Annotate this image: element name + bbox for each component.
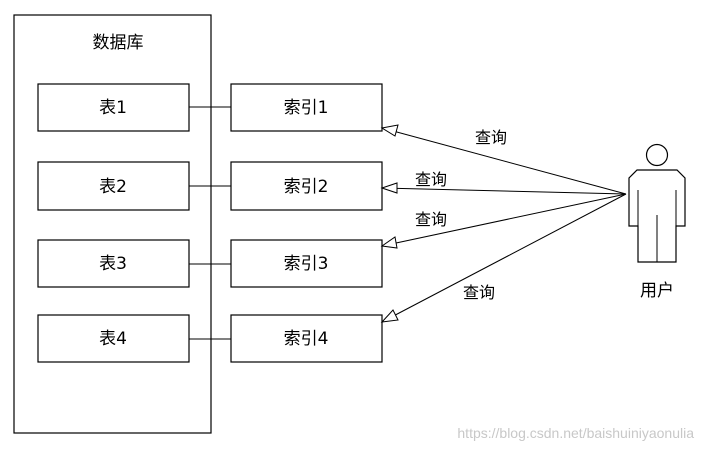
- query-label-2: 查询: [415, 170, 447, 189]
- arrowhead-1: [380, 124, 399, 137]
- index-label-1: 索引1: [284, 98, 329, 118]
- arrowhead-3: [380, 236, 398, 249]
- query-arrow-1: [381, 127, 627, 195]
- query-arrow-4: [381, 193, 627, 323]
- watermark-text: https://blog.csdn.net/baishuiniyaonulia: [457, 425, 694, 441]
- table-label-3: 表3: [99, 254, 127, 274]
- user-actor-icon: [628, 143, 686, 263]
- table-label-4: 表4: [99, 329, 127, 349]
- database-container: [13, 14, 212, 434]
- query-arrow-3: [381, 193, 627, 247]
- user-label: 用户: [640, 281, 674, 301]
- table-box-3: [37, 239, 190, 288]
- arrowhead-2: [380, 182, 398, 194]
- index-label-3: 索引3: [284, 254, 329, 274]
- index-box-3: [230, 239, 383, 288]
- index-box-4: [230, 314, 383, 363]
- query-label-1: 查询: [475, 128, 507, 147]
- query-label-4: 查询: [463, 283, 495, 302]
- query-label-3: 查询: [415, 210, 447, 229]
- arrowhead-4: [380, 309, 399, 323]
- query-arrow-2: [381, 187, 627, 195]
- index-box-2: [230, 161, 383, 211]
- index-label-4: 索引4: [284, 329, 329, 349]
- index-label-2: 索引2: [284, 177, 329, 197]
- table-label-1: 表1: [99, 98, 127, 118]
- table-box-2: [37, 161, 190, 211]
- database-label: 数据库: [93, 33, 144, 53]
- table-label-2: 表2: [99, 177, 127, 197]
- index-box-1: [230, 83, 383, 132]
- table-box-1: [37, 83, 190, 132]
